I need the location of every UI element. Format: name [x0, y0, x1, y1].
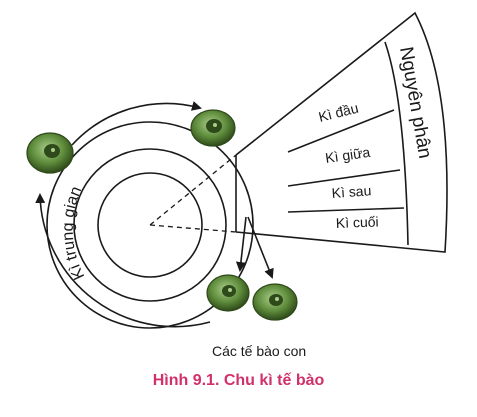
daughter-cells-label: Các tế bào con — [212, 343, 306, 359]
daughter-cell-1 — [206, 274, 250, 312]
cycle-arrow-bottom — [35, 193, 211, 328]
phase-label-telophase: Kì cuối — [336, 214, 379, 231]
cycle-rings — [46, 121, 254, 329]
figure-caption: Hình 9.1. Chu kì tế bào — [152, 372, 325, 389]
phase-divider-1 — [287, 109, 395, 153]
mitosis-label: Nguyên phân — [395, 45, 435, 160]
phase-label-prophase: Kì đầu — [317, 100, 360, 125]
cell-top — [190, 109, 236, 147]
inner-ring — [97, 172, 203, 278]
phase-divider-2 — [287, 169, 401, 187]
phase-label-metaphase: Kì giữa — [324, 144, 371, 166]
dashed-radii — [149, 154, 237, 233]
mitosis-fan — [235, 11, 448, 253]
daughter-arrows — [235, 216, 274, 279]
phase-divider-3 — [287, 207, 405, 213]
middle-ring — [73, 148, 227, 302]
outer-ring-left — [46, 121, 254, 329]
cycle-arrow-top — [71, 101, 202, 146]
fan-inner-arc — [384, 41, 409, 246]
cell-left — [26, 132, 74, 174]
phase-label-anaphase: Kì sau — [331, 182, 372, 201]
daughter-cell-2 — [252, 283, 298, 321]
